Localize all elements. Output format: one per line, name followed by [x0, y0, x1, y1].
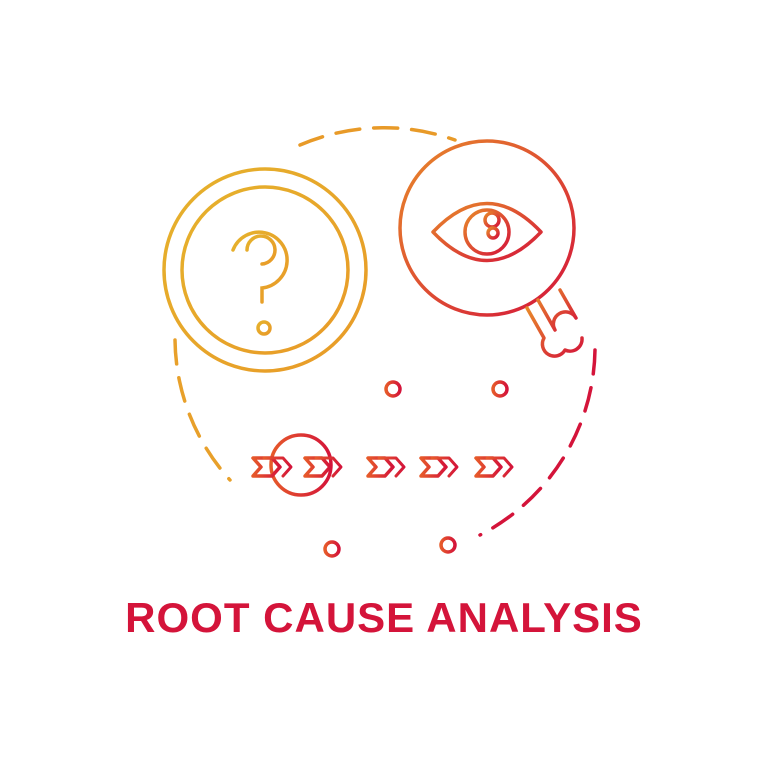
page-title: ROOT CAUSE ANALYSIS [125, 594, 643, 641]
process-chain-icon [251, 380, 514, 558]
question-target-icon [147, 160, 383, 380]
dashed-ring-icon [173, 126, 597, 537]
magnifier-eye-icon [398, 139, 584, 358]
